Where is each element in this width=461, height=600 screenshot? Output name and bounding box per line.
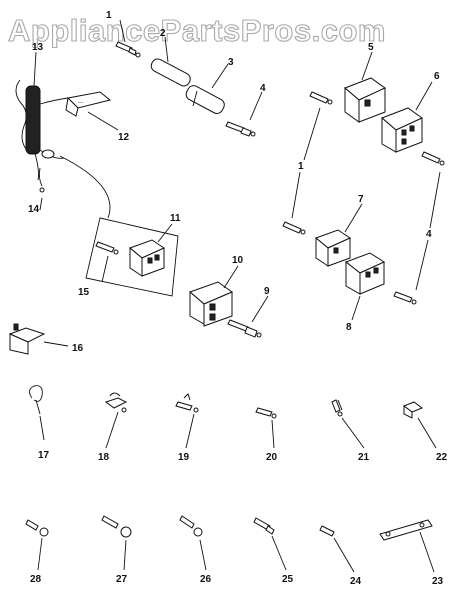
part-10-housing — [189, 281, 234, 327]
callout-1: 1 — [106, 10, 112, 21]
part-9-terminal — [227, 319, 262, 338]
callout-19: 19 — [178, 452, 190, 463]
svg-text:---: --- — [78, 100, 84, 106]
part-3-insulator — [185, 85, 225, 114]
callout-26: 26 — [200, 574, 212, 585]
callout-17: 17 — [38, 450, 50, 461]
callout-22: 22 — [436, 452, 448, 463]
part-28-ring-terminal — [25, 519, 49, 537]
callout-4b: 4 — [426, 229, 432, 240]
callout-1b: 1 — [298, 161, 304, 172]
callout-18: 18 — [98, 452, 110, 463]
callout-14: 14 — [28, 204, 40, 215]
callout-25: 25 — [282, 574, 294, 585]
callout-9: 9 — [264, 286, 270, 297]
part-24-terminal — [319, 525, 335, 537]
part-13-wire-harness — [15, 79, 65, 181]
part-5-connector — [344, 77, 386, 123]
part-1-terminal-right — [309, 91, 333, 105]
part-4-terminal — [225, 121, 256, 137]
part-7-connector — [315, 229, 352, 267]
part-2-sleeve — [150, 58, 191, 87]
part-12-tag: --- — [39, 91, 112, 117]
part-6-housing — [381, 107, 423, 153]
part-21-terminal — [331, 399, 343, 417]
part-8-housing — [344, 252, 386, 295]
callout-5: 5 — [368, 42, 374, 53]
callout-3: 3 — [228, 57, 234, 68]
callout-24: 24 — [350, 576, 362, 587]
callout-21: 21 — [358, 452, 370, 463]
callout-15: 15 — [78, 287, 90, 298]
part-19-terminal — [175, 393, 199, 413]
part-26-ring-terminal — [179, 515, 203, 537]
callout-16: 16 — [72, 343, 84, 354]
callout-6: 6 — [434, 71, 440, 82]
callout-28: 28 — [30, 574, 42, 585]
part-23-bar-link — [379, 519, 433, 541]
callout-2: 2 — [160, 28, 166, 39]
part-4-terminal-lower-right — [393, 291, 417, 305]
callout-20: 20 — [266, 452, 278, 463]
part-17-clip — [29, 385, 43, 415]
part-18-terminal — [104, 392, 128, 413]
part-25-terminal — [253, 517, 275, 535]
callout-7: 7 — [358, 194, 364, 205]
part-22-connector — [402, 401, 424, 419]
callout-23: 23 — [432, 576, 444, 587]
part-14-ground-lead — [38, 167, 45, 193]
part-1-terminal-lower — [282, 221, 306, 235]
part-27-ring-terminal — [101, 515, 132, 538]
part-20-terminal — [255, 407, 277, 419]
part-11-15-connector-box — [85, 217, 179, 297]
callout-4: 4 — [260, 83, 266, 94]
callout-12: 12 — [118, 132, 130, 143]
callout-27: 27 — [116, 574, 128, 585]
callout-10: 10 — [232, 255, 244, 266]
callout-8: 8 — [346, 322, 352, 333]
part-1-terminal — [115, 41, 141, 58]
part-16-clip — [8, 323, 46, 355]
part-4-terminal-right-top — [421, 151, 445, 166]
watermark-text: AppliancePartsPros.com — [8, 13, 386, 48]
callout-13: 13 — [32, 42, 44, 53]
harness-wire — [59, 155, 111, 219]
callout-11: 11 — [170, 213, 181, 224]
